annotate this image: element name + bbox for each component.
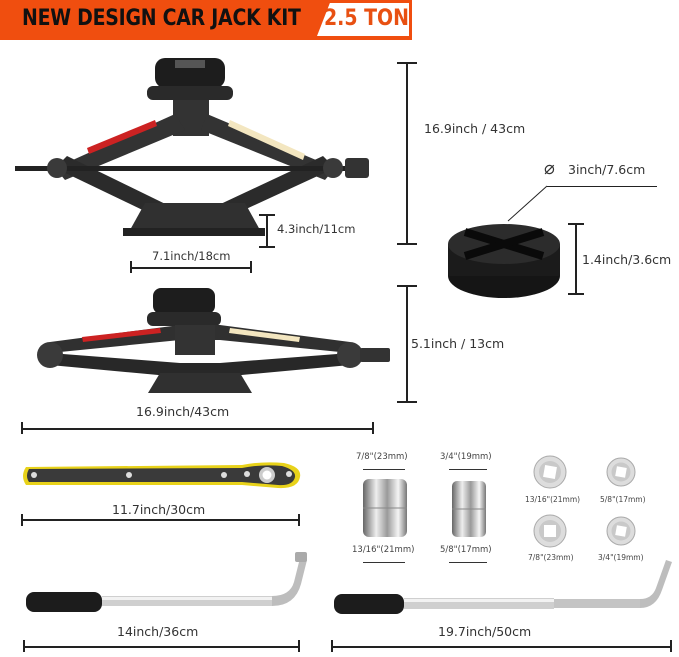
socket-2-top-dim xyxy=(449,469,487,470)
lowered-height-tick-bottom xyxy=(397,401,417,403)
pad-height-label: 1.4inch/3.6cm xyxy=(582,252,672,267)
base-width-tick-right xyxy=(250,261,252,273)
socket-end-view-2 xyxy=(606,457,636,487)
socket-1-bottom-dim xyxy=(363,562,405,563)
base-height-dim-line xyxy=(266,215,268,247)
ratchet-length-dim-line xyxy=(22,519,299,521)
pad-height-tick-top xyxy=(568,223,584,225)
socket-end-view-3-label: 7/8"(23mm) xyxy=(528,553,574,562)
socket-2-top-label: 3/4"(19mm) xyxy=(440,452,492,462)
socket-2-bottom-dim xyxy=(449,562,487,563)
ratchet-length-tick-left xyxy=(21,514,23,526)
base-height-dim-tick-top xyxy=(259,214,275,216)
raised-height-dim-tick-bottom xyxy=(397,243,417,245)
jack-pad-image xyxy=(448,224,560,298)
socket-1-image xyxy=(363,479,407,537)
short-handle-tick-left xyxy=(23,640,25,652)
socket-end-view-1 xyxy=(533,455,567,489)
banner-title: NEW DESIGN CAR JACK KIT xyxy=(22,6,301,31)
pad-leader-diagonal xyxy=(507,185,548,222)
socket-1-top-label: 7/8"(23mm) xyxy=(356,452,408,462)
long-handle-tick-right xyxy=(670,640,672,652)
scissor-jack-lowered-image xyxy=(37,288,390,393)
long-handle-dim-line xyxy=(332,646,672,648)
raised-height-dim-tick-top xyxy=(397,62,417,64)
capacity-tag xyxy=(317,3,409,36)
base-height-dim-tick-bottom xyxy=(259,246,275,248)
base-width-dim-line xyxy=(131,267,251,269)
lowered-length-tick-right xyxy=(372,422,374,434)
lowered-height-dim-line xyxy=(406,286,408,402)
long-handle-image xyxy=(334,560,672,614)
socket-1-bottom-label: 13/16"(21mm) xyxy=(352,545,415,555)
pad-height-dim-line xyxy=(575,224,577,294)
pad-height-tick-bottom xyxy=(568,293,584,295)
socket-end-view-3 xyxy=(533,514,567,548)
scissor-jack-raised-image xyxy=(15,58,369,236)
socket-2-image xyxy=(452,481,486,537)
lowered-length-dim-line xyxy=(22,428,374,430)
lowered-height-tick-top xyxy=(397,285,417,287)
lowered-length-label: 16.9inch/43cm xyxy=(136,404,230,419)
short-handle-dim-line xyxy=(24,646,300,648)
ratchet-length-tick-right xyxy=(298,514,300,526)
raised-height-label: 16.9inch / 43cm xyxy=(424,121,526,136)
pad-diameter-leader xyxy=(547,186,657,187)
socket-end-view-4 xyxy=(606,516,636,546)
lowered-length-tick-left xyxy=(21,422,23,434)
socket-end-view-4-label: 3/4"(19mm) xyxy=(598,553,644,562)
short-handle-image xyxy=(26,552,307,612)
socket-end-view-2-label: 5/8"(17mm) xyxy=(600,495,646,504)
ratchet-length-label: 11.7inch/30cm xyxy=(112,502,206,517)
ratchet-wrench-image xyxy=(23,462,301,489)
raised-height-dim-line xyxy=(406,62,408,244)
socket-end-view-1-label: 13/16"(21mm) xyxy=(525,495,581,504)
base-width-tick-left xyxy=(130,261,132,273)
diameter-symbol-icon: ⌀ xyxy=(544,158,555,179)
base-height-label: 4.3inch/11cm xyxy=(277,222,356,236)
short-handle-length-label: 14inch/36cm xyxy=(117,624,199,639)
long-handle-tick-left xyxy=(331,640,333,652)
socket-2-bottom-label: 5/8"(17mm) xyxy=(440,545,492,555)
long-handle-length-label: 19.7inch/50cm xyxy=(438,624,532,639)
pad-diameter-label: 3inch/7.6cm xyxy=(568,162,646,177)
short-handle-tick-right xyxy=(298,640,300,652)
lowered-height-label: 5.1inch / 13cm xyxy=(411,336,505,351)
base-width-label: 7.1inch/18cm xyxy=(152,249,231,263)
socket-1-top-dim xyxy=(363,469,405,470)
capacity-tag-text: 2.5 TON xyxy=(324,6,409,31)
